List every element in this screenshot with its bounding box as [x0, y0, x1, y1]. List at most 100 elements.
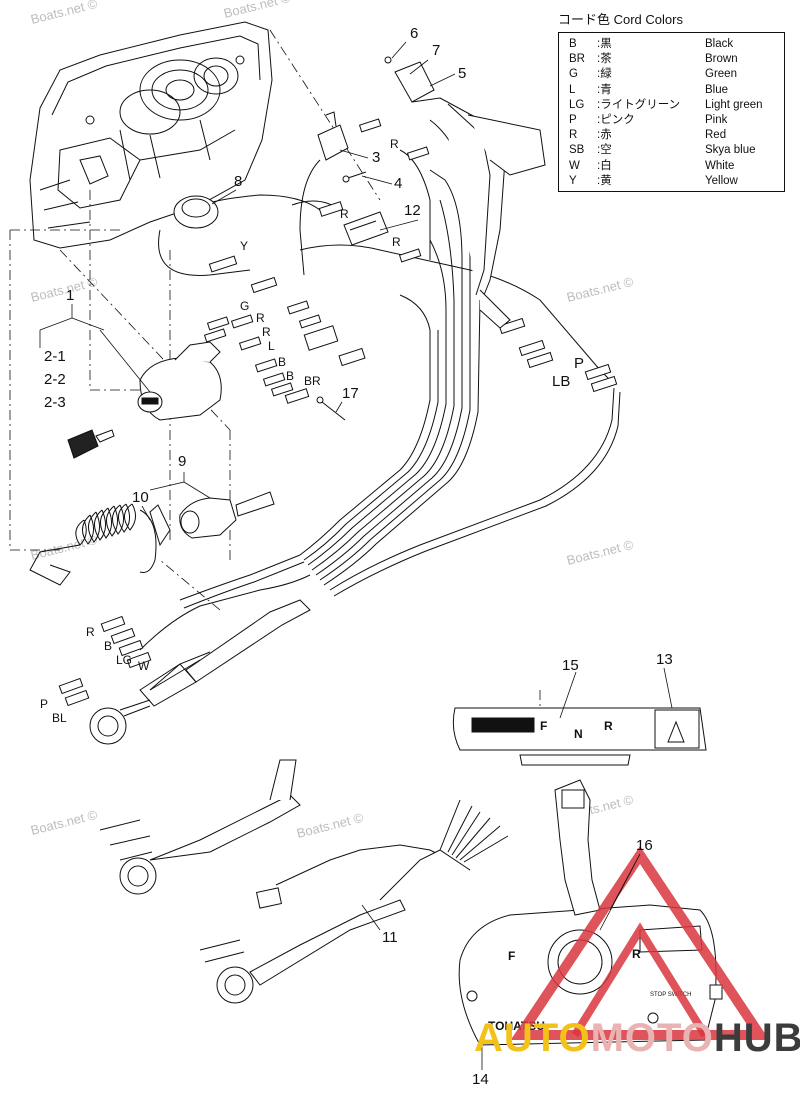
stop-switch: [179, 491, 275, 539]
part-label-1: 1: [66, 287, 74, 304]
screw-4: [342, 171, 367, 183]
legend-en: Light green: [705, 98, 763, 111]
shift-n: N: [574, 727, 583, 741]
meter-housing: [29, 21, 273, 249]
wire-label: BR: [304, 374, 321, 388]
legend-jp: :ピンク: [597, 113, 635, 126]
watermark: Boats.net ©: [29, 807, 99, 838]
watermark: Boats.net ©: [295, 810, 365, 841]
legend-row: W :白 White: [569, 159, 784, 174]
legend-row: G :緑 Green: [569, 67, 784, 82]
part-label-14: 14: [472, 1071, 489, 1088]
part-label-13: 13: [656, 651, 673, 668]
wire-label: B: [278, 355, 286, 369]
wire-labels: R R R Y G R R L B B BR P LB R B LG W P B…: [40, 137, 584, 725]
watermark: Boats.net ©: [29, 274, 99, 305]
legend-en: Brown: [705, 53, 738, 66]
legend-jp: :黄: [597, 174, 612, 187]
legend-code: SB: [569, 144, 585, 157]
automotohub-logo-icon: [510, 845, 770, 1040]
legend-row: SB :空 Skya blue: [569, 143, 784, 158]
trim-switch: [384, 56, 546, 329]
legend-code: B: [569, 38, 577, 50]
legend-jp: :緑: [597, 68, 612, 81]
legend-en: Yellow: [705, 174, 738, 187]
legend-en: Black: [705, 38, 734, 50]
wire-label: R: [392, 235, 401, 249]
legend-en: Pink: [705, 113, 728, 126]
legend-en: Red: [705, 129, 727, 142]
key-icon: [67, 429, 115, 459]
part-label-17: 17: [342, 385, 359, 402]
watermark: Boats.net ©: [222, 0, 292, 21]
legend-jp: :白: [597, 159, 612, 172]
part-label-3: 3: [372, 149, 380, 166]
legend-en: White: [705, 159, 735, 172]
part-label-4: 4: [394, 175, 402, 192]
part-label-7: 7: [432, 42, 440, 59]
callout-lines: [39, 41, 673, 1070]
part-label-2-2: 2-2: [44, 371, 66, 388]
wire-label: L: [268, 339, 275, 353]
wire-label: W: [138, 659, 150, 673]
relay: [317, 111, 349, 161]
part-label-6: 6: [410, 25, 418, 42]
wire-label: Y: [240, 239, 248, 253]
legend-code: G: [569, 68, 578, 81]
part-label-2-1: 2-1: [44, 348, 66, 365]
part-label-9: 9: [178, 453, 186, 470]
legend-code: LG: [569, 98, 585, 111]
wire-label: P: [40, 697, 48, 711]
legend-code: Y: [569, 174, 577, 187]
buzzer: [173, 195, 219, 229]
legend-jp: :空: [597, 144, 612, 157]
legend-en: Blue: [705, 83, 729, 96]
wire-label: R: [340, 207, 349, 221]
brand-auto: AUTO: [474, 1016, 591, 1060]
automotohub-brand: AUTOMOTOHUB: [474, 1016, 800, 1060]
legend-jp: :青: [597, 83, 612, 96]
stop-switch-text: STOP SWITCH: [650, 992, 691, 998]
legend-title: コード色 Cord Colors: [558, 12, 683, 27]
wire-label: LG: [116, 653, 132, 667]
legend-code: R: [569, 129, 578, 142]
shift-f: F: [540, 719, 547, 733]
legend-row: Y :黄 Yellow: [569, 174, 784, 189]
screw-17: [316, 396, 346, 421]
watermark: Boats.net ©: [565, 274, 635, 305]
fuse-holder: [343, 211, 389, 246]
legend-row: BR :茶 Brown: [569, 52, 784, 67]
legend-jp: :ライトグリーン: [597, 98, 681, 111]
wire-label: B: [104, 639, 112, 653]
lower-harness-left: [89, 659, 509, 1004]
part-label-8: 8: [234, 173, 242, 190]
main-switch: [137, 341, 222, 421]
part-label-5: 5: [458, 65, 466, 82]
legend-jp: :黒: [597, 38, 612, 50]
part-label-11: 11: [382, 929, 398, 946]
brand-hub: HUB: [713, 1016, 800, 1060]
legend-en: Green: [705, 68, 737, 81]
part-label-2-3: 2-3: [44, 394, 66, 411]
wire-label: R: [262, 325, 271, 339]
legend-code: W: [569, 159, 580, 172]
legend-jp: :茶: [597, 53, 612, 66]
wire-label: LB: [552, 373, 570, 390]
neutral-indicator-panel: [452, 707, 707, 766]
legend-code: P: [569, 113, 577, 126]
part-label-15: 15: [562, 657, 579, 674]
wire-bundle: [139, 119, 621, 707]
legend-en: Skya blue: [705, 144, 756, 157]
legend-code: BR: [569, 53, 585, 66]
wire-label: BL: [52, 711, 67, 725]
legend-row: P :ピンク Pink: [569, 113, 784, 128]
part-label-12: 12: [404, 202, 421, 219]
control-box-r: R: [632, 947, 641, 961]
wire-label: R: [86, 625, 95, 639]
wire-label: R: [390, 137, 399, 151]
shift-r: R: [604, 719, 613, 733]
